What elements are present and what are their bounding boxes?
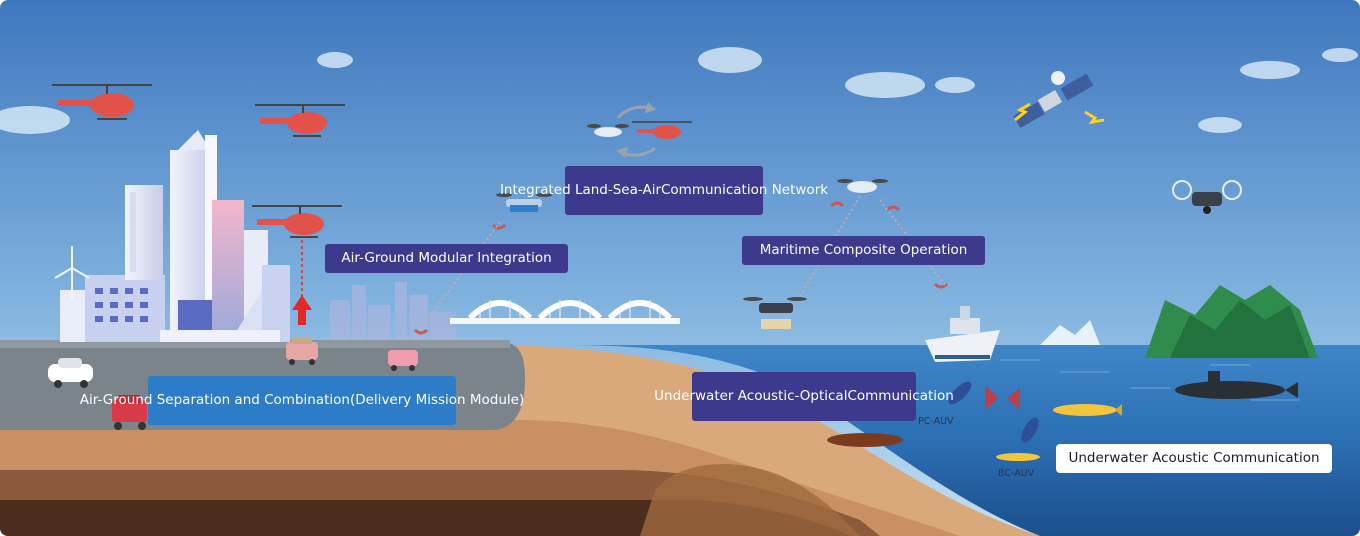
drone-icon	[496, 193, 552, 212]
auv-icon	[996, 453, 1040, 461]
network-label: Integrated Land-Sea-Air Communication Ne…	[500, 166, 828, 215]
sea	[560, 345, 1360, 536]
satellite-icon	[1013, 71, 1105, 129]
island-icon	[1040, 285, 1318, 358]
robot-icon	[112, 395, 147, 430]
submarine-icon	[1175, 371, 1298, 399]
underwater-optical-line-2: Communication	[847, 388, 954, 405]
auv-icon	[1053, 404, 1122, 416]
drone-icon	[587, 124, 629, 137]
drone-icon	[837, 179, 888, 193]
bedrock-layer	[0, 500, 850, 536]
up-arrow-icon	[292, 295, 312, 325]
separation-label-line-1: Air-Ground Separation and Combination	[79, 392, 350, 409]
signal-wave-icon	[413, 201, 949, 335]
separation-label: Air-Ground Separation and Combination (D…	[80, 376, 524, 425]
cycle-arrows-icon	[616, 102, 656, 158]
wind-turbine-icon	[54, 246, 90, 300]
drone-icon	[743, 297, 807, 329]
signal-wave-icon	[948, 381, 1039, 443]
underwater-optical-label: Underwater Acoustic-Optical Communicatio…	[654, 372, 954, 421]
helicopter-icon	[632, 121, 692, 139]
pc-auv-tag: PC-AUV	[918, 416, 954, 427]
underwater-acoustic-label: Underwater Acoustic Communication	[1056, 444, 1332, 473]
bc-auv-tag: BC-AUV	[998, 468, 1035, 479]
network-label-line-2: Communication Network	[661, 182, 829, 199]
helicopter-icon	[52, 84, 152, 120]
separation-label-line-2: (Delivery Mission Module)	[349, 392, 525, 409]
underwater-optical-line-1: Underwater Acoustic-Optical	[654, 388, 848, 405]
network-label-line-1: Integrated Land-Sea-Air	[499, 182, 661, 199]
maritime-label: Maritime Composite Operation	[742, 236, 985, 265]
delivery-module-icon	[286, 338, 318, 365]
city-buildings	[60, 130, 290, 342]
drone-icon	[1172, 180, 1242, 214]
air-ground-modular-label: Air-Ground Modular Integration	[325, 244, 568, 273]
clouds	[0, 47, 1358, 134]
sea-ripples	[1000, 359, 1300, 401]
helicopter-icon	[252, 205, 342, 238]
bridge-icon	[450, 300, 680, 324]
helicopter-icon	[255, 104, 345, 137]
ship-icon	[925, 306, 1000, 362]
delivery-module-icon	[388, 350, 418, 371]
car-icon	[48, 358, 93, 388]
auv-icon	[827, 433, 903, 447]
